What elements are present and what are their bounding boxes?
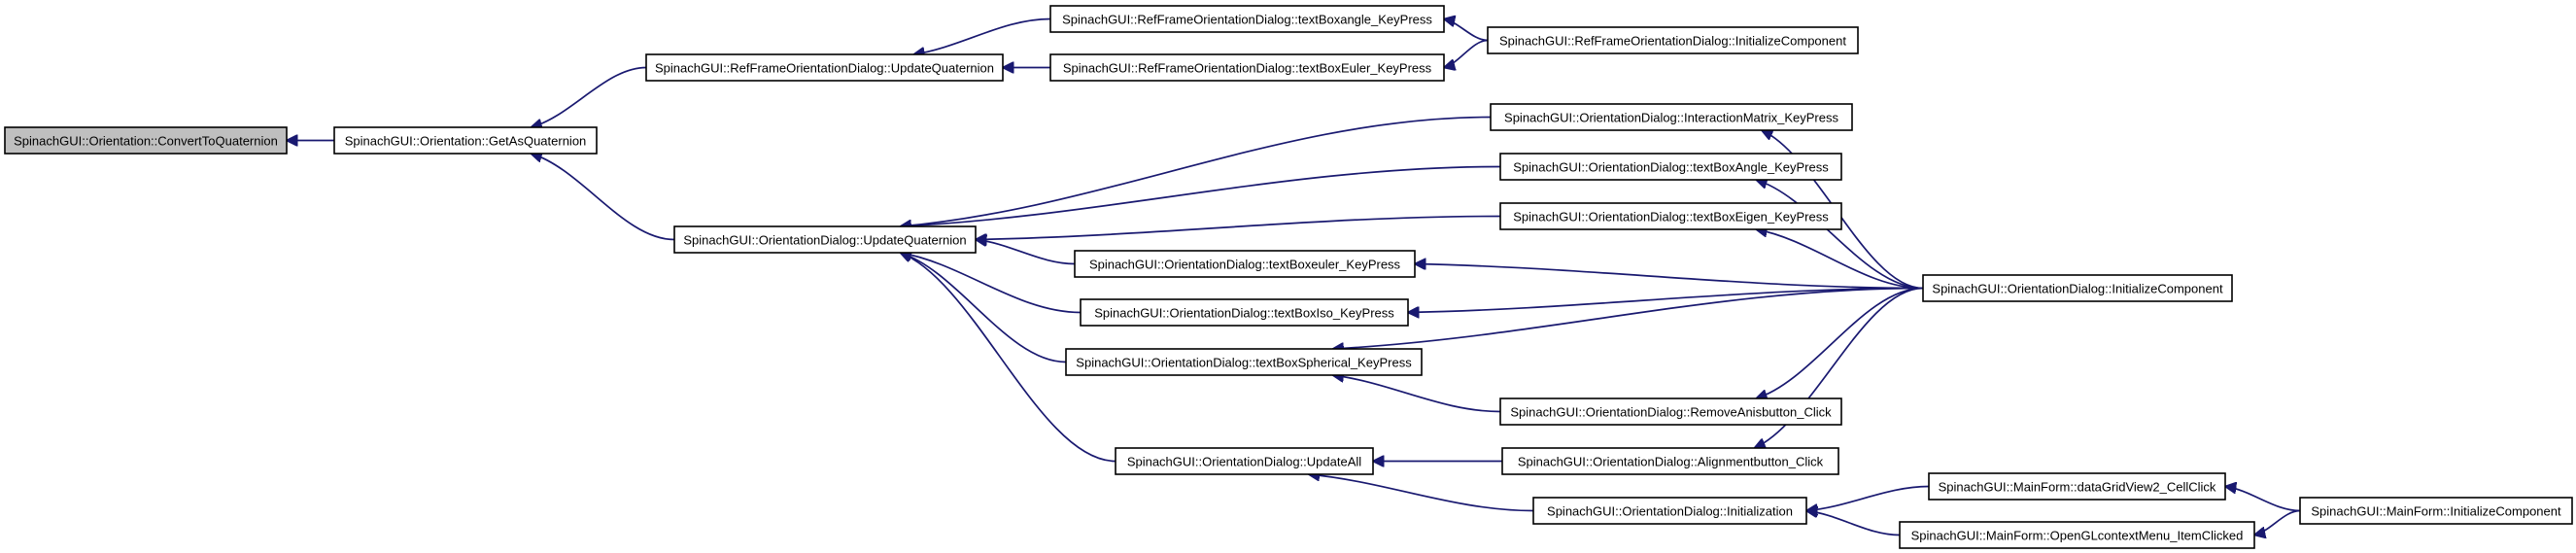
graph-node-label: SpinachGUI::OrientationDialog::Initializ…: [1932, 282, 2223, 296]
graph-edge: [976, 215, 1501, 240]
graph-node[interactable]: SpinachGUI::Orientation::ConvertToQuater…: [4, 126, 288, 155]
graph-node-label: SpinachGUI::OrientationDialog::textBoxeu…: [1089, 258, 1401, 272]
graph-edge: [532, 154, 675, 241]
graph-edge: [901, 253, 1116, 463]
graph-node[interactable]: SpinachGUI::OrientationDialog::Initializ…: [1922, 274, 2233, 302]
graph-node[interactable]: SpinachGUI::MainForm::OpenGLcontextMenu_…: [1899, 521, 2255, 549]
graph-node-label: SpinachGUI::OrientationDialog::Alignment…: [1518, 455, 1824, 469]
graph-edge: [1806, 485, 1930, 511]
graph-node-label: SpinachGUI::RefFrameOrientationDialog::t…: [1062, 13, 1432, 27]
graph-node-label: SpinachGUI::RefFrameOrientationDialog::I…: [1499, 34, 1846, 49]
graph-edge: [1806, 511, 1901, 536]
graph-node[interactable]: SpinachGUI::OrientationDialog::textBoxEi…: [1499, 202, 1842, 230]
graph-edge: [1756, 180, 1924, 290]
graph-node[interactable]: SpinachGUI::OrientationDialog::textBoxAn…: [1499, 153, 1842, 181]
graph-edge: [2225, 487, 2301, 512]
graph-edge: [901, 165, 1501, 227]
graph-node-box[interactable]: [1049, 53, 1445, 82]
graph-node[interactable]: SpinachGUI::OrientationDialog::UpdateQua…: [673, 225, 977, 254]
graph-node-box[interactable]: [1065, 348, 1423, 376]
graph-node[interactable]: SpinachGUI::RefFrameOrientationDialog::U…: [645, 53, 1004, 82]
graph-edge: [1408, 287, 1924, 313]
graph-edge: [1333, 375, 1501, 413]
graph-node[interactable]: SpinachGUI::OrientationDialog::textBoxIs…: [1080, 298, 1409, 327]
graph-node-label: SpinachGUI::OrientationDialog::textBoxIs…: [1094, 306, 1394, 321]
edges-layer: [287, 17, 2301, 536]
graph-edge: [1309, 474, 1534, 512]
graph-node-label: SpinachGUI::OrientationDialog::textBoxSp…: [1076, 356, 1412, 370]
graph-edge: [913, 17, 1051, 55]
graph-node-box[interactable]: [1499, 202, 1842, 230]
graph-edge: [532, 66, 647, 128]
graph-node-box[interactable]: [1922, 274, 2233, 302]
graph-edge: [1333, 287, 1924, 350]
graph-node-box[interactable]: [1487, 26, 1859, 54]
graph-node[interactable]: SpinachGUI::OrientationDialog::Alignment…: [1501, 447, 1839, 475]
graph-node-box[interactable]: [645, 53, 1004, 82]
graph-node[interactable]: SpinachGUI::RefFrameOrientationDialog::t…: [1049, 5, 1445, 33]
graph-node[interactable]: SpinachGUI::Orientation::GetAsQuaternion: [333, 126, 598, 155]
graph-node[interactable]: SpinachGUI::MainForm::InitializeComponen…: [2299, 497, 2573, 525]
graph-node[interactable]: SpinachGUI::OrientationDialog::textBoxSp…: [1065, 348, 1423, 376]
graph-node-box[interactable]: [1115, 447, 1374, 475]
graph-node-label: SpinachGUI::Orientation::GetAsQuaternion: [345, 134, 587, 149]
graph-node[interactable]: SpinachGUI::RefFrameOrientationDialog::t…: [1049, 53, 1445, 82]
graph-node-box[interactable]: [1532, 497, 1807, 525]
graph-node[interactable]: SpinachGUI::OrientationDialog::Interacti…: [1490, 103, 1853, 131]
graph-node-box[interactable]: [1928, 472, 2226, 501]
graph-node-label: SpinachGUI::OrientationDialog::UpdateAll: [1127, 455, 1361, 469]
graph-node-label: SpinachGUI::OrientationDialog::textBoxAn…: [1513, 160, 1829, 175]
graph-node-label: SpinachGUI::OrientationDialog::textBoxEi…: [1513, 210, 1829, 225]
graph-edge: [1444, 39, 1489, 68]
graph-node[interactable]: SpinachGUI::MainForm::dataGridView2_Cell…: [1928, 472, 2226, 501]
graph-node-box[interactable]: [2299, 497, 2573, 525]
graph-node-box[interactable]: [1049, 5, 1445, 33]
graph-edge: [2254, 509, 2301, 536]
graph-node-box[interactable]: [1490, 103, 1853, 131]
graph-node-label: SpinachGUI::OrientationDialog::RemoveAni…: [1510, 405, 1832, 420]
graph-node[interactable]: SpinachGUI::OrientationDialog::RemoveAni…: [1499, 397, 1842, 426]
graph-edge: [901, 253, 1067, 363]
graph-node-label: SpinachGUI::OrientationDialog::Interacti…: [1504, 111, 1838, 125]
graph-node-box-selected[interactable]: [4, 126, 288, 155]
graph-node[interactable]: SpinachGUI::OrientationDialog::UpdateAll: [1115, 447, 1374, 475]
graph-edge: [1756, 287, 1924, 399]
graph-edge: [1444, 19, 1489, 42]
graph-edge: [1755, 287, 1924, 449]
nodes-layer: SpinachGUI::Orientation::ConvertToQuater…: [4, 5, 2573, 549]
graph-edge: [901, 253, 1082, 314]
graph-node-box[interactable]: [673, 225, 977, 254]
graph-node-label: SpinachGUI::Orientation::ConvertToQuater…: [14, 134, 278, 149]
graph-node-box[interactable]: [1501, 447, 1839, 475]
graph-edge: [901, 116, 1492, 227]
graph-node-label: SpinachGUI::MainForm::OpenGLcontextMenu_…: [1911, 529, 2244, 543]
graph-edge: [976, 240, 1076, 265]
graph-node-label: SpinachGUI::OrientationDialog::UpdateQua…: [683, 233, 966, 248]
graph-node-box[interactable]: [1080, 298, 1409, 327]
graph-node-box[interactable]: [1499, 153, 1842, 181]
graph-node-box[interactable]: [333, 126, 598, 155]
graph-node[interactable]: SpinachGUI::OrientationDialog::textBoxeu…: [1074, 250, 1416, 278]
graph-node[interactable]: SpinachGUI::OrientationDialog::Initializ…: [1532, 497, 1807, 525]
graph-node-box[interactable]: [1899, 521, 2255, 549]
graph-node-box[interactable]: [1074, 250, 1416, 278]
graph-node-label: SpinachGUI::RefFrameOrientationDialog::t…: [1063, 61, 1432, 76]
graph-edge: [1415, 264, 1924, 290]
graph-edge: [1756, 229, 1924, 290]
graph-node-label: SpinachGUI::MainForm::InitializeComponen…: [2311, 504, 2561, 519]
graph-node-label: SpinachGUI::RefFrameOrientationDialog::U…: [655, 61, 994, 76]
graph-node[interactable]: SpinachGUI::RefFrameOrientationDialog::I…: [1487, 26, 1859, 54]
graph-node-label: SpinachGUI::MainForm::dataGridView2_Cell…: [1939, 480, 2216, 495]
graph-edge: [1762, 130, 1924, 290]
graph-node-box[interactable]: [1499, 397, 1842, 426]
graph-node-label: SpinachGUI::OrientationDialog::Initializ…: [1547, 504, 1793, 519]
